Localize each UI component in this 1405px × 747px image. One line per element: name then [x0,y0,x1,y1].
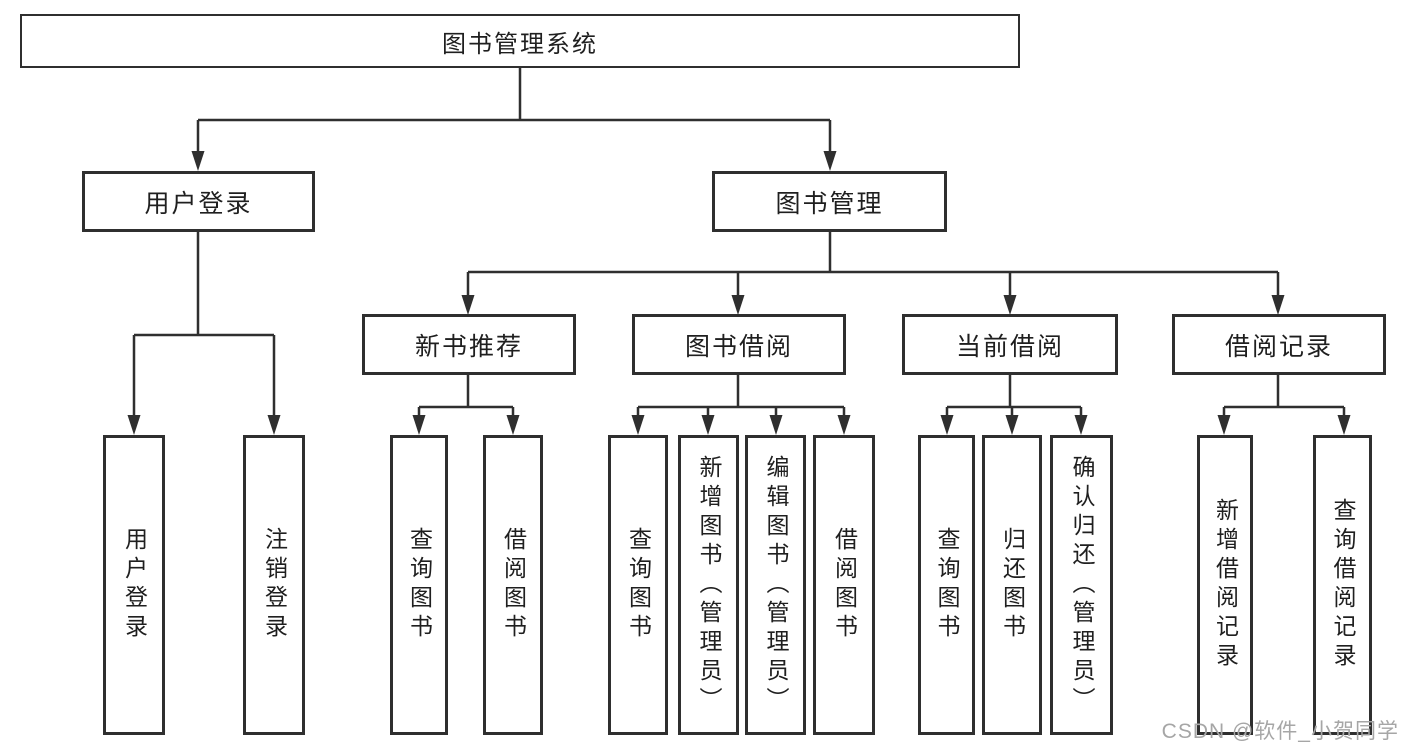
leaf-borrow-books-borrowing-label: 借阅图书 [831,527,858,643]
leaf-query-borrow-record: 查询借阅记录 [1313,435,1372,735]
leaf-confirm-return-admin-label: 确认归还（管理员） [1069,454,1095,716]
leaf-query-books-borrowing-label: 查询图书 [625,527,652,643]
leaf-edit-books-admin: 编辑图书（管理员） [745,435,806,735]
leaf-query-books-borrowing: 查询图书 [608,435,668,735]
node-current-borrowing: 当前借阅 [902,314,1118,375]
node-new-book-recommend: 新书推荐 [362,314,576,375]
leaf-logout-label: 注销登录 [261,527,288,643]
leaf-query-books-recommend-label: 查询图书 [406,527,433,643]
leaf-add-books-admin-label: 新增图书（管理员） [696,454,722,716]
leaf-query-books-recommend: 查询图书 [390,435,448,735]
leaf-borrow-books-borrowing: 借阅图书 [813,435,875,735]
leaf-edit-books-admin-label: 编辑图书（管理员） [763,454,789,716]
leaf-add-books-admin: 新增图书（管理员） [678,435,739,735]
leaf-borrow-books-recommend: 借阅图书 [483,435,543,735]
leaf-confirm-return-admin: 确认归还（管理员） [1050,435,1113,735]
node-book-management: 图书管理 [712,171,947,232]
leaf-logout: 注销登录 [243,435,305,735]
leaf-query-books-current: 查询图书 [918,435,975,735]
leaf-user-login: 用户登录 [103,435,165,735]
leaf-user-login-label: 用户登录 [121,527,148,643]
leaf-query-books-current-label: 查询图书 [934,527,960,643]
leaf-return-books: 归还图书 [982,435,1042,735]
node-library-system: 图书管理系统 [20,14,1020,68]
node-user-login: 用户登录 [82,171,315,232]
leaf-query-borrow-record-label: 查询借阅记录 [1330,498,1356,672]
node-book-borrowing: 图书借阅 [632,314,846,375]
leaf-add-borrow-record-label: 新增借阅记录 [1212,498,1239,672]
leaf-borrow-books-recommend-label: 借阅图书 [500,527,527,643]
leaf-return-books-label: 归还图书 [999,527,1026,643]
watermark-text: CSDN @软件_小贺同学 [1161,720,1399,743]
node-borrowing-records: 借阅记录 [1172,314,1386,375]
leaf-add-borrow-record: 新增借阅记录 [1197,435,1253,735]
